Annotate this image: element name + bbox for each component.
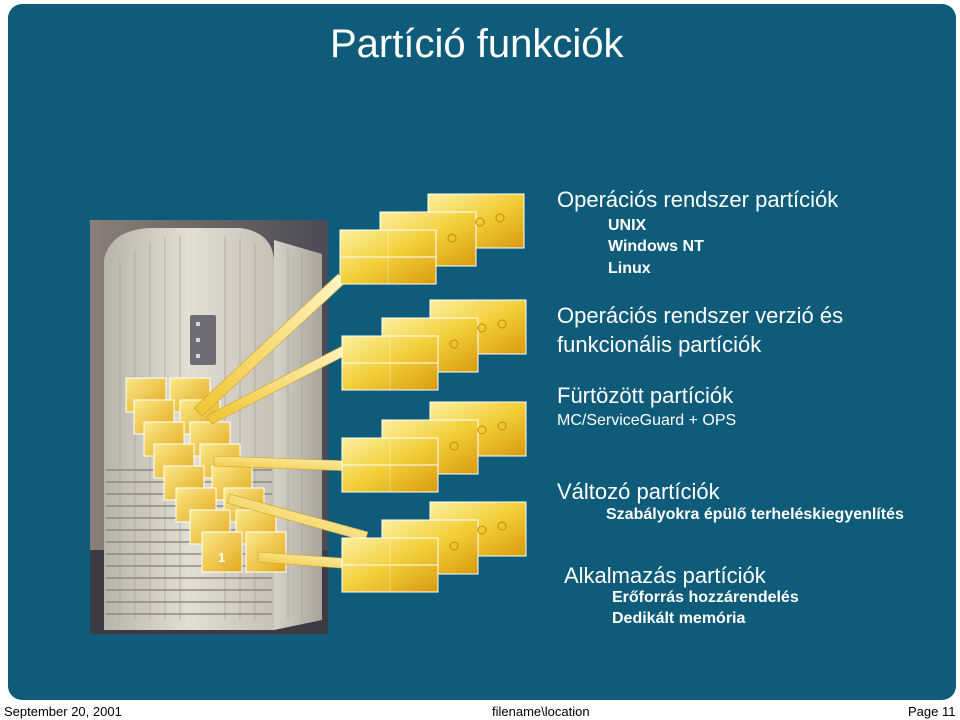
footer-page: Page 11 xyxy=(908,704,956,719)
app-partitions-heading: Alkalmazás partíciók xyxy=(564,563,766,588)
cluster-item: MC/ServiceGuard + OPS xyxy=(557,412,737,429)
os-item-windows-nt: Windows NT xyxy=(608,238,704,255)
os-version-heading-line1: Operációs rendszer verzió és xyxy=(557,303,844,328)
partition-groups xyxy=(339,193,527,593)
footer-location: filename\location xyxy=(492,704,590,719)
os-version-heading-line2: funkcionális partíciók xyxy=(557,332,762,357)
slide-title: Partíció funkciók xyxy=(330,22,624,66)
variable-partitions-heading: Változó partíciók xyxy=(557,479,720,504)
slide-footer: September 20, 2001 filename\location Pag… xyxy=(0,700,960,720)
partition-arrows xyxy=(193,273,379,571)
app-item-resource: Erőforrás hozzárendelés xyxy=(612,589,799,606)
slide: Partíció funkciók xyxy=(8,4,956,700)
server-label-first: 1 xyxy=(218,550,225,565)
variable-item: Szabályokra épülő terheléskiegyenlítés xyxy=(606,506,904,523)
footer-date: September 20, 2001 xyxy=(4,704,122,719)
cluster-partitions-heading: Fürtözött partíciók xyxy=(557,383,734,408)
app-item-memory: Dedikált memória xyxy=(612,610,746,627)
os-item-linux: Linux xyxy=(608,260,651,277)
os-partitions-heading: Operációs rendszer partíciók xyxy=(557,187,839,212)
os-item-unix: UNIX xyxy=(608,217,647,234)
